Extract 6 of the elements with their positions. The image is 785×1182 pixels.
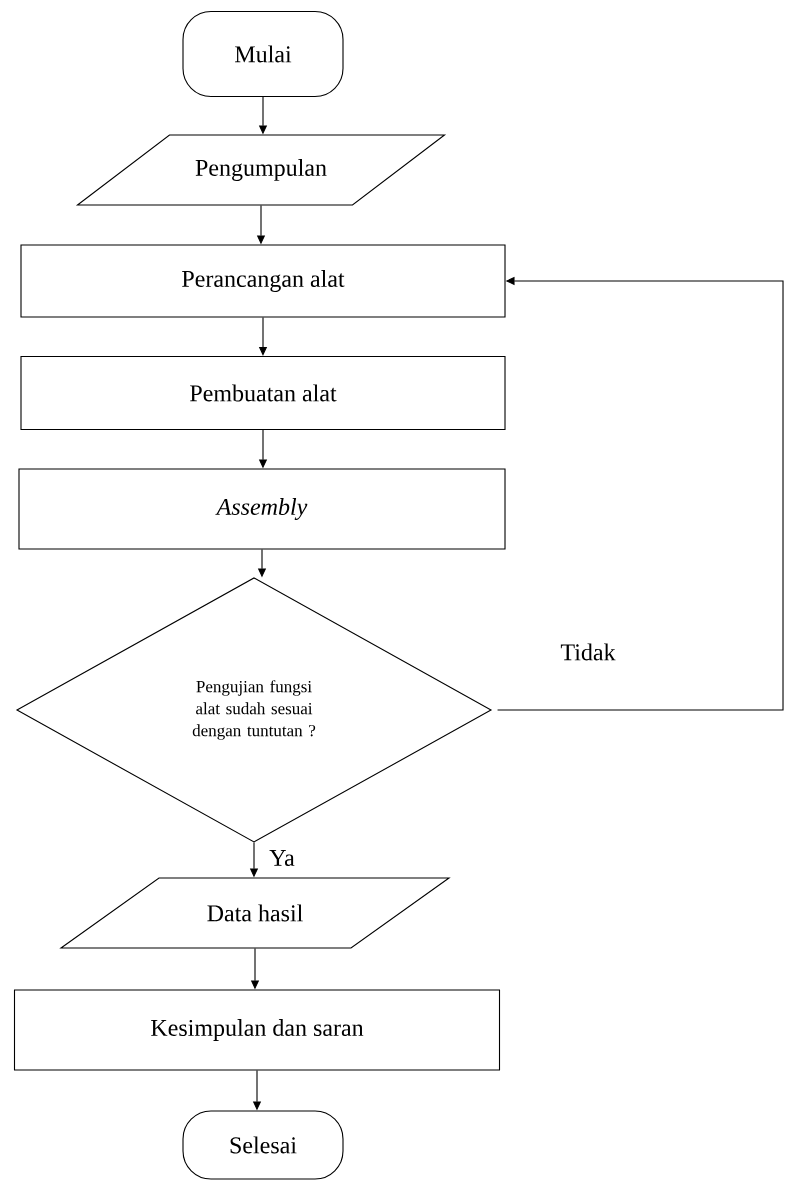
process-box: Assembly [18, 468, 506, 550]
process-box: Perancangan alat [20, 244, 506, 318]
process-box: Pembuatan alat [20, 355, 506, 431]
edge-label: Tidak [559, 642, 617, 662]
edge-label: Ya [268, 849, 296, 867]
process-box: Kesimpulan dan saran [13, 989, 501, 1071]
